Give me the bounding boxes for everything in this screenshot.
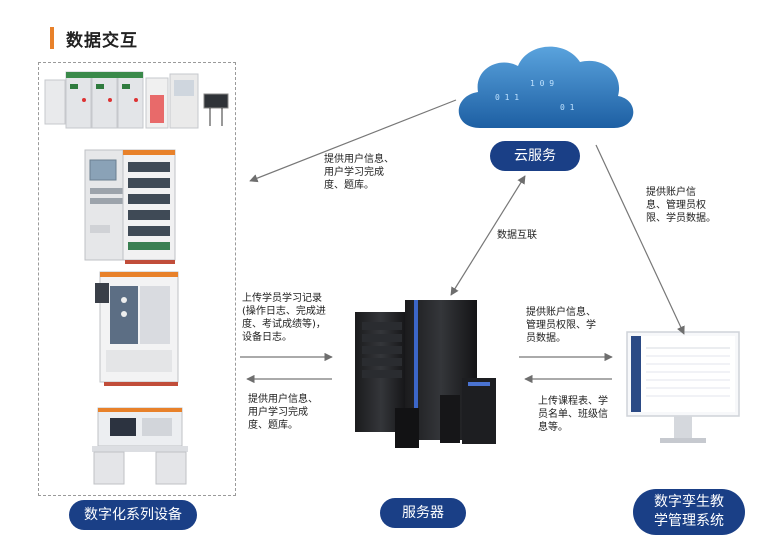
devices-label: 数字化系列设备 bbox=[69, 500, 197, 530]
device-group-frame bbox=[38, 62, 236, 496]
note-server-to-devices: 提供用户信息、 用户学习完成 度、题库。 bbox=[248, 394, 318, 431]
monitor-icon bbox=[626, 331, 740, 443]
digital-twin-system-label: 数字孪生教 学管理系统 bbox=[633, 489, 745, 535]
switchgear-cabinet-row bbox=[44, 71, 229, 129]
cloud-icon: 0 1 1 1 0 9 0 1 bbox=[458, 46, 634, 128]
arrow-cloud-to-twin bbox=[595, 144, 685, 335]
arrow-cloud-to-devices bbox=[249, 99, 457, 183]
note-cloud-to-twin: 提供账户信 息、管理员权 限、学员数据。 bbox=[646, 187, 716, 224]
page-title: 数据交互 bbox=[66, 31, 138, 51]
control-cabinet bbox=[84, 149, 176, 264]
note-twin-to-server: 上传课程表、学 员名单、班级信 息等。 bbox=[538, 396, 608, 433]
note-cloud-to-devices: 提供用户信息、 用户学习完成 度、题库。 bbox=[324, 154, 394, 191]
training-cabinet bbox=[95, 271, 179, 386]
svg-text:0 1 1: 0 1 1 bbox=[495, 93, 519, 102]
arrow-server-cloud bbox=[450, 175, 526, 296]
svg-text:1 0 9: 1 0 9 bbox=[530, 79, 554, 88]
training-workbench bbox=[92, 407, 188, 485]
server-rack-icon bbox=[355, 300, 496, 448]
note-devices-to-server: 上传学员学习记录 (操作日志、完成进 度、考试成绩等)， 设备日志。 bbox=[242, 293, 326, 343]
note-server-cloud: 数据互联 bbox=[497, 230, 537, 241]
cloud-service-label: 云服务 bbox=[490, 141, 580, 171]
note-server-to-twin: 提供账户信息、 管理员权限、学 员数据。 bbox=[526, 307, 596, 344]
server-label: 服务器 bbox=[380, 498, 466, 528]
title-accent-bar bbox=[50, 27, 54, 49]
flow-arrows bbox=[240, 99, 685, 384]
svg-text:0 1: 0 1 bbox=[560, 103, 575, 112]
